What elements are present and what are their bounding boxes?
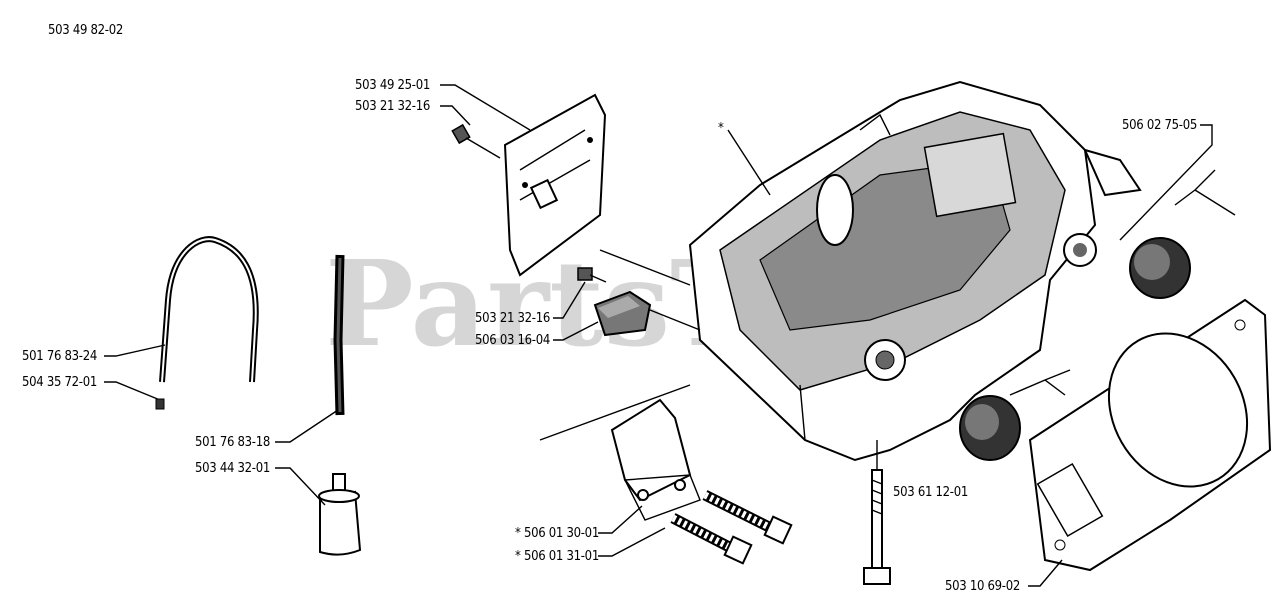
filter-leader xyxy=(275,467,326,506)
bolts-leader xyxy=(598,527,666,557)
guard-screw-leader xyxy=(553,281,586,319)
bracket-label: * 506 01 30-01 xyxy=(515,526,599,541)
gasket-leader xyxy=(1028,559,1063,587)
oil-seal xyxy=(1129,169,1236,299)
pin-label: * xyxy=(718,121,724,136)
crankcase-housing xyxy=(688,80,1142,462)
bolts xyxy=(670,490,793,565)
oil-seal-label: 506 02 75-05 xyxy=(1122,118,1197,133)
cover-screw xyxy=(451,123,501,159)
guard-block-leader xyxy=(553,321,599,341)
cover-plate xyxy=(503,93,607,277)
cover-assembly-line xyxy=(599,249,691,286)
cover-plate-leader xyxy=(440,84,531,131)
bolts-label: * 506 01 31-01 xyxy=(515,549,599,564)
guard-screw xyxy=(577,267,607,283)
long-bolt xyxy=(863,469,891,585)
bracket xyxy=(610,398,701,521)
fuel-line-leader xyxy=(104,344,166,357)
fuel-line xyxy=(159,236,259,383)
drive-seal xyxy=(959,369,1071,461)
fuel-line-label: 501 76 83-24 xyxy=(22,349,97,364)
guard-block-label: 506 03 16-04 xyxy=(475,333,550,348)
gasket-label: 503 10 69-02 xyxy=(945,579,1020,594)
bracket-assembly-line xyxy=(539,384,691,441)
pin-leader xyxy=(727,129,771,196)
hose-label: 501 76 83-18 xyxy=(195,435,270,450)
line-end-label: 504 35 72-01 xyxy=(22,375,97,390)
bracket-leader xyxy=(598,505,643,534)
line-end-leader xyxy=(104,381,161,401)
guard-block xyxy=(593,290,652,337)
hose-leader xyxy=(275,409,339,443)
cover-screw-leader xyxy=(440,105,471,126)
cover-plate-label: 503 49 25-01 xyxy=(355,78,430,93)
guard-screw-label: 503 21 32-16 xyxy=(475,311,550,326)
guard-assembly-line xyxy=(649,309,701,331)
fuel-filter xyxy=(318,473,362,556)
line-end-cap xyxy=(155,398,165,410)
oil-seal-leader xyxy=(1119,124,1213,241)
filter-label: 503 44 32-01 xyxy=(195,461,270,476)
long-bolt-label: 503 61 12-01 xyxy=(893,485,968,500)
gasket-plate xyxy=(1028,298,1272,572)
hose xyxy=(333,254,345,416)
cover-screw-label: 503 21 32-16 xyxy=(355,99,430,114)
reference-number: 503 49 82-02 xyxy=(48,23,123,38)
